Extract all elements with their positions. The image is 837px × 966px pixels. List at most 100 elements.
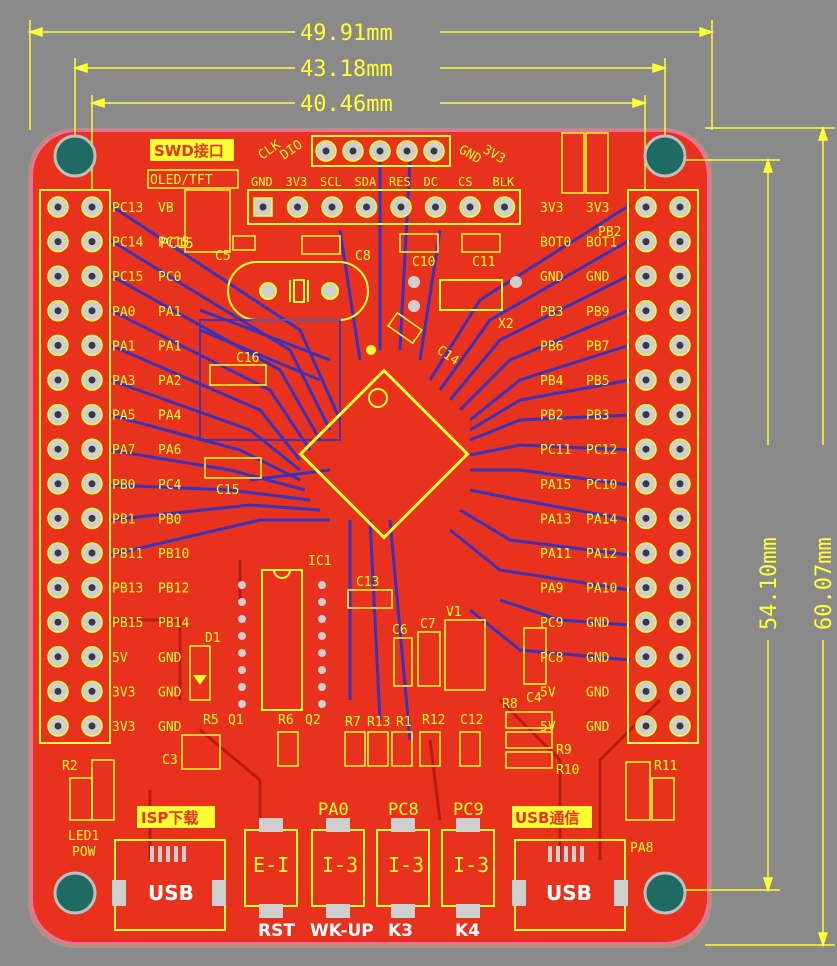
left-header-label: GND: [158, 651, 182, 666]
left-pin-drill: [54, 376, 62, 384]
r11-label: R11: [654, 759, 677, 774]
left-pin-drill: [88, 618, 96, 626]
resistor-outline: [367, 731, 389, 767]
usb-pin: [548, 846, 552, 862]
right-pin-drill: [676, 549, 684, 557]
oled-pin-drill: [328, 203, 336, 211]
ic1-pin: [318, 666, 326, 674]
right-pin-drill: [642, 203, 650, 211]
right-pin-drill: [676, 238, 684, 246]
right-pin-drill: [676, 653, 684, 661]
right-pin-drill: [676, 445, 684, 453]
right-header-label: PA11: [540, 547, 571, 562]
left-pin-drill: [88, 376, 96, 384]
right-header-label: PB3: [540, 305, 563, 320]
k4-glyph: I-3: [453, 853, 489, 877]
ic1-pin: [238, 615, 246, 623]
ic1-pins: [238, 581, 326, 708]
usb-pin: [158, 846, 162, 862]
swd-label: SWD接口: [154, 142, 224, 160]
button-pad: [326, 818, 350, 832]
ic1-pin: [238, 598, 246, 606]
oled-pin-drill: [501, 203, 508, 211]
right-header-label: PA10: [586, 582, 617, 597]
right-pin-drill: [642, 549, 650, 557]
right-header-label: BOT1: [586, 236, 617, 251]
right-pin-drill: [676, 687, 684, 695]
ic1-pin: [238, 700, 246, 708]
ic1-pin: [238, 581, 246, 589]
right-header-label: PB5: [586, 374, 609, 389]
left-pin-drill: [88, 341, 96, 349]
left-pin-drill: [54, 514, 62, 522]
d1-label: D1: [205, 631, 221, 646]
right-pin-drill: [642, 687, 650, 695]
usb-comm-label-bg: [512, 806, 592, 828]
right-header-label: PB7: [586, 339, 609, 354]
right-pin-drill: [642, 341, 650, 349]
left-pin-drill: [88, 722, 96, 730]
ic1-pin: [318, 632, 326, 640]
right-header-label: GND: [586, 685, 610, 700]
mount-hole-bl: [53, 871, 97, 915]
left-header-label: 3V3: [112, 685, 135, 700]
left-header-label: PB14: [158, 616, 189, 631]
left-pin-drill: [54, 584, 62, 592]
left-pin-drill: [88, 203, 96, 211]
left-pin-drill: [88, 653, 96, 661]
ic1-pin: [238, 666, 246, 674]
oled-pin-label: DC: [424, 175, 438, 189]
right-header-label: PA12: [586, 547, 617, 562]
left-header-label: PC15: [158, 236, 189, 251]
crystal-x1-outline: [184, 189, 231, 253]
ic1-pin: [238, 683, 246, 691]
right-header-label: PA14: [586, 512, 617, 527]
resistor-outline: [419, 731, 441, 767]
c16-label: C16: [236, 351, 259, 366]
usb-pin: [174, 846, 178, 862]
left-header-label: GND: [158, 685, 182, 700]
dim-width-inner: 40.46mm: [300, 92, 393, 117]
dim-width-total: 49.91mm: [300, 21, 393, 46]
right-pin-drill: [642, 376, 650, 384]
k4-label: K4: [455, 921, 480, 941]
usb-pin: [556, 846, 560, 862]
resistor-row: [277, 711, 553, 769]
left-header-label: PB10: [158, 547, 189, 562]
r12-label: R12: [422, 713, 445, 728]
r8-label: R8: [502, 697, 518, 712]
oled-header-outline: [247, 189, 521, 225]
right-pin-drill: [642, 480, 650, 488]
right-header-label: PA15: [540, 478, 571, 493]
right-header-label: PC12: [586, 443, 617, 458]
c16-pad: [209, 364, 267, 386]
resistor-outline: [505, 751, 553, 769]
right-pin-drill: [676, 376, 684, 384]
mount-hole-br: [643, 871, 687, 915]
right-pin-drill: [676, 307, 684, 315]
right-pin-drill: [642, 514, 650, 522]
c15-pad: [204, 457, 262, 479]
button-pad: [456, 904, 480, 918]
right-header-label: 3V3: [586, 201, 609, 216]
left-header-label: GND: [158, 720, 182, 735]
r13-label: R13: [367, 715, 390, 730]
right-pin-drill: [642, 238, 650, 246]
left-pin-drill: [88, 514, 96, 522]
c6-pad: [393, 637, 413, 687]
ic1-pin: [238, 649, 246, 657]
pa0-label: PA0: [318, 800, 349, 820]
right-header-label: GND: [540, 270, 564, 285]
ic1-pin: [318, 649, 326, 657]
left-pin-drill: [88, 445, 96, 453]
rst-label: RST: [258, 921, 295, 941]
left-pin-drill: [54, 445, 62, 453]
right-header-label: 5V: [540, 685, 556, 700]
right-pin-drill: [676, 203, 684, 211]
usb-right-pins: [548, 846, 584, 862]
right-pin-drill: [642, 722, 650, 730]
r9-label: R9: [556, 743, 572, 758]
right-pin-drill: [676, 584, 684, 592]
